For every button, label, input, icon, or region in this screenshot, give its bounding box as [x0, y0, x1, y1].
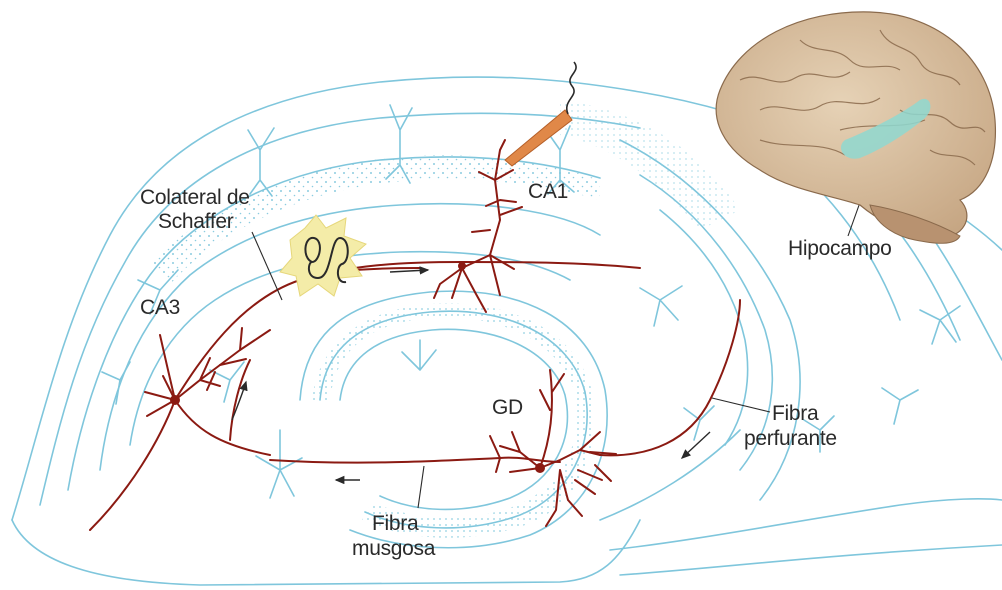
ca1-soma — [458, 262, 466, 270]
white-matter-fan — [560, 100, 740, 230]
arrow-schaffer — [390, 270, 428, 272]
label-mossy-fiber-line1: Fibra — [372, 512, 418, 536]
granule-layer — [312, 303, 594, 537]
label-perforant-fiber-line2: perfurante — [744, 427, 837, 451]
label-perforant-fiber-line1: Fibra — [772, 402, 818, 426]
label-gd: GD — [492, 396, 523, 420]
label-hipocampo: Hipocampo — [788, 237, 892, 261]
ca3-soma — [170, 395, 180, 405]
label-schaffer-collateral-line1: Colateral de — [140, 186, 250, 210]
stimulation-coil-icon — [280, 215, 366, 296]
label-ca3: CA3 — [140, 296, 180, 320]
label-schaffer-collateral-line2: Schaffer — [158, 210, 233, 234]
gd-soma — [535, 463, 545, 473]
label-mossy-fiber-line2: musgosa — [352, 537, 435, 561]
label-ca1: CA1 — [528, 180, 568, 204]
brain-icon — [716, 12, 995, 243]
